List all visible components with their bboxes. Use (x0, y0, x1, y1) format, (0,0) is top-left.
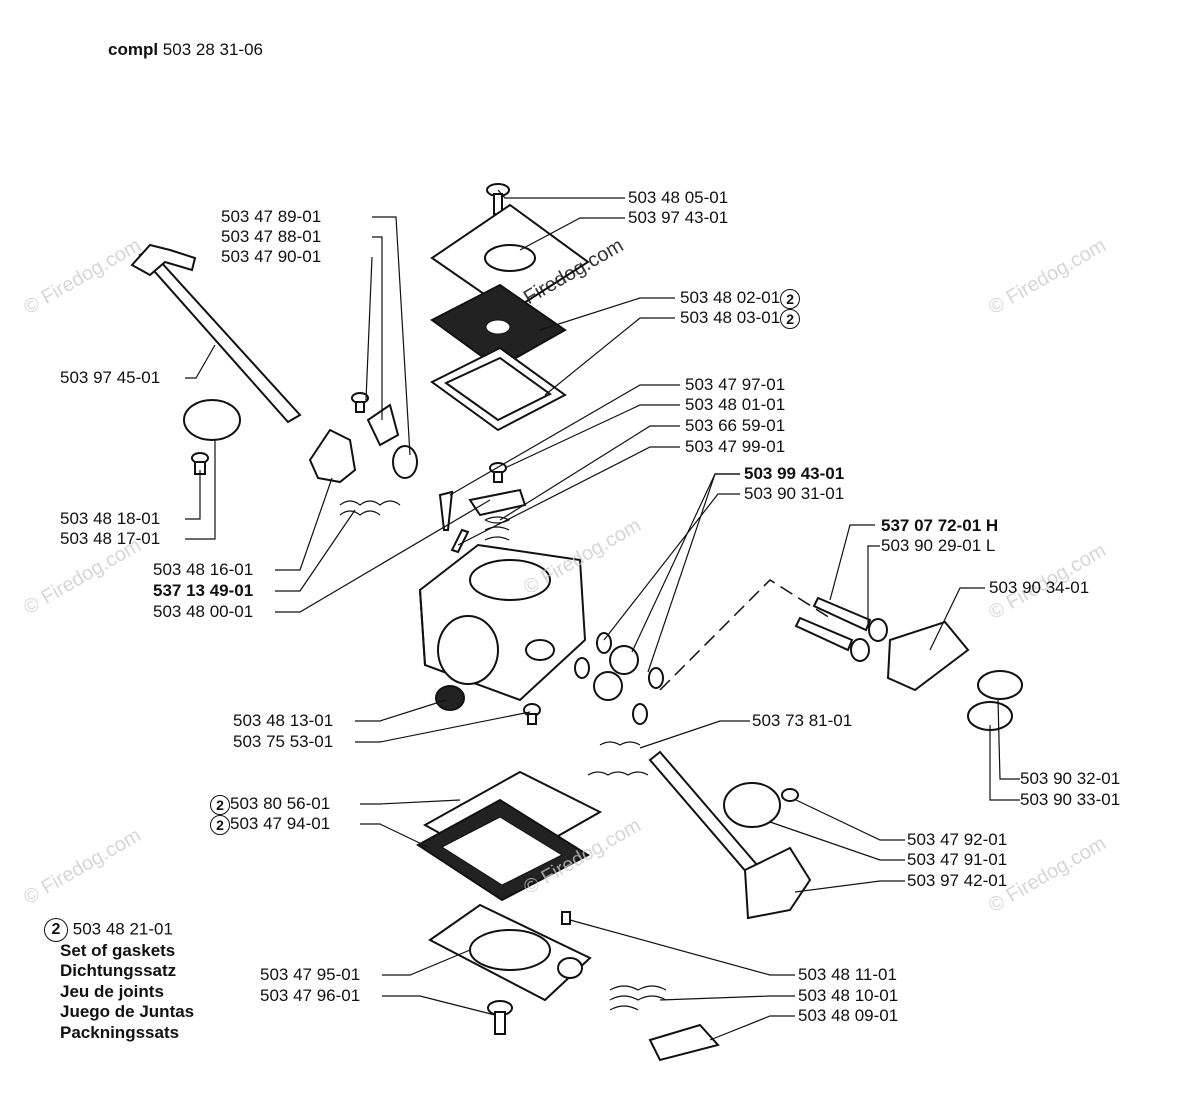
control-lever (468, 488, 527, 517)
choke-screw (781, 788, 799, 802)
idle-screw (648, 1023, 720, 1062)
adjusting-springs (574, 632, 664, 725)
valve-screw (191, 452, 209, 475)
part-callout: 503 99 43-01 (744, 464, 845, 483)
part-callout: 503 47 92-01 (907, 830, 1008, 849)
part-callout: 503 47 96-01 (260, 986, 361, 1005)
part-callout: 503 73 81-01 (752, 711, 853, 730)
throttle-shaft (130, 243, 302, 424)
compl-number: 503 28 31-06 (162, 40, 263, 59)
part-callout: 503 48 17-01 (60, 529, 161, 548)
gasket-set-marker: 2 (780, 308, 801, 329)
gasket-set-marker: 2 (780, 288, 801, 309)
idle-spring (609, 985, 667, 1011)
limiter-caps-small (967, 670, 1023, 731)
part-callout: 503 97 42-01 (907, 871, 1008, 890)
throttle-lever (308, 428, 357, 484)
part-callout: 503 75 53-01 (233, 732, 334, 751)
part-callout: 503 48 09-01 (798, 1006, 899, 1025)
part-callout: 503 48 01-01 (685, 395, 786, 414)
choke-spring (587, 741, 649, 776)
legend-number: 503 48 21-01 (72, 919, 173, 939)
legend-header: 2 503 48 21-01 (44, 918, 173, 942)
gasket-set-marker: 2 (210, 794, 230, 815)
metering-gasket (416, 798, 591, 902)
part-callout: 503 48 10-01 (798, 986, 899, 1005)
part-callout: 537 13 49-01 (153, 581, 254, 600)
legend-line: Set of gaskets (60, 941, 176, 960)
part-callout: 503 90 33-01 (1020, 790, 1121, 809)
adjusting-needles (794, 596, 888, 662)
part-callout: 503 47 91-01 (907, 850, 1008, 869)
return-spring (339, 500, 401, 516)
plug-pin (561, 911, 571, 925)
legend-line: Juego de Juntas (60, 1002, 195, 1021)
legend-marker: 2 (44, 918, 68, 942)
throttle-valve (183, 399, 241, 441)
leader-lines (185, 189, 1020, 1041)
choke-valve (723, 782, 781, 828)
part-callout: 503 90 31-01 (744, 484, 845, 503)
lever-screw (351, 392, 418, 479)
carburetor-body (418, 543, 587, 702)
legend-line: Dichtungssatz (60, 961, 177, 980)
cover-screw-2 (523, 703, 541, 725)
part-callout: 503 48 18-01 (60, 509, 161, 528)
metering-cover (428, 903, 592, 1002)
part-callout: 503 90 32-01 (1020, 769, 1121, 788)
part-callout: 503 48 13-01 (233, 711, 334, 730)
pump-gasket (430, 346, 567, 432)
part-callout: 503 47 89-01 (221, 207, 322, 226)
part-callout: 503 47 90-01 (221, 247, 322, 266)
part-callout: 503 47 97-01 (685, 375, 786, 394)
part-callout: 503 48 16-01 (153, 560, 254, 579)
part-callout: 503 47 88-01 (221, 227, 322, 246)
dashed-assembly-path (659, 579, 831, 691)
part-callout: 503 48 05-01 (628, 188, 729, 207)
part-callout: 503 48 00-01 (153, 602, 254, 621)
pin (450, 528, 470, 554)
gasket-set-marker: 2 (210, 814, 230, 835)
part-callout: 503 90 29-01 L (881, 536, 996, 555)
part-callout: 537 07 72-01 H (881, 516, 999, 535)
part-callout: 503 48 11-01 (798, 965, 897, 984)
limiter-cap (886, 620, 970, 692)
part-callout: 503 97 43-01 (628, 208, 729, 227)
part-callout: 503 47 99-01 (685, 437, 786, 456)
control-spring (484, 516, 511, 541)
part-callout: 503 66 59-01 (685, 416, 786, 435)
filter-screen (435, 685, 465, 711)
legend-line: Packningssats (60, 1023, 180, 1042)
part-callout: 503 90 34-01 (989, 578, 1090, 597)
assembly-number: compl 503 28 31-06 (108, 40, 263, 60)
part-callout: 503 47 95-01 (260, 965, 361, 984)
inlet-needle (438, 490, 454, 531)
legend-line: Jeu de joints (60, 982, 164, 1001)
cover-bolt (487, 1000, 513, 1035)
part-callout: 503 97 45-01 (60, 368, 161, 387)
pump-diaphragm (430, 283, 567, 370)
compl-label: compl (108, 40, 159, 59)
choke-lever (743, 846, 812, 920)
lever-screw-2 (489, 462, 507, 483)
